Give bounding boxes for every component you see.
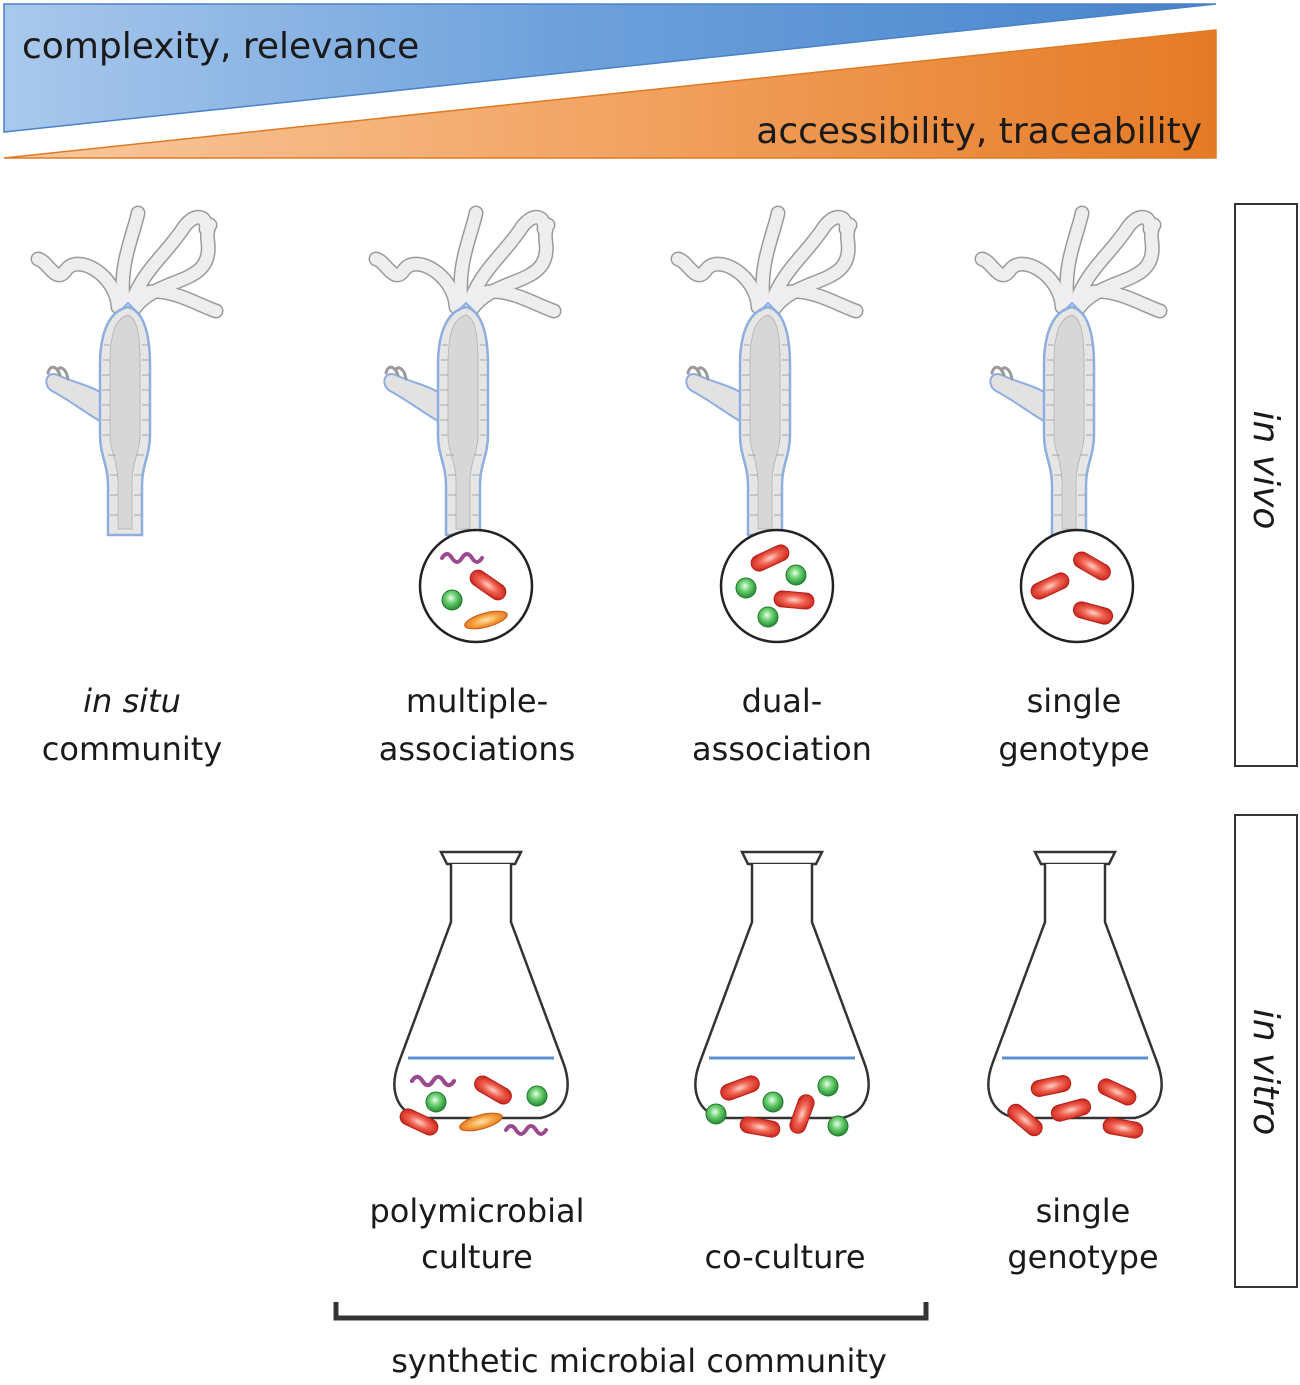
coccus-bacterium: [827, 1115, 849, 1137]
rod-bacterium: [1101, 1116, 1145, 1140]
complexity-label: complexity, relevance: [22, 26, 419, 67]
hydra-in-situ: [38, 213, 216, 535]
vitro-col1-line1: polymicrobial: [369, 1192, 584, 1230]
col4-label-line1: single: [1027, 682, 1122, 720]
in-vivo-labels: in situ community multiple- associations…: [42, 682, 1150, 768]
coccus-bacterium: [441, 589, 463, 611]
flask-outline: [694, 850, 870, 1120]
flask-polymicrobial: [393, 850, 569, 1139]
complexity-wedge: [3, 3, 1217, 133]
vitro-col2-line2: co-culture: [704, 1238, 865, 1276]
in-vitro-box: in vitro: [1234, 814, 1298, 1288]
col4-label-line2: genotype: [998, 730, 1149, 768]
gradient-wedges: complexity, relevance accessibility, tra…: [3, 3, 1217, 159]
spirochete: [504, 1124, 548, 1136]
col2-label-line2: associations: [379, 730, 576, 768]
coccus-bacterium: [817, 1075, 839, 1097]
hydra-polyps: [38, 213, 1160, 535]
accessibility-wedge: [3, 29, 1217, 159]
microbe-circle-single: [1019, 528, 1135, 644]
col2-label-line1: multiple-: [406, 682, 548, 720]
microbe-circle-dual: [719, 528, 835, 644]
accessibility-label: accessibility, traceability: [756, 111, 1202, 152]
coccus-bacterium: [762, 1091, 784, 1113]
in-vitro-labels: polymicrobial culture co-culture single …: [369, 1192, 1158, 1276]
synthetic-community-bracket: synthetic microbial community: [333, 1302, 929, 1380]
bracket-label: synthetic microbial community: [391, 1342, 887, 1380]
coccus-bacterium: [526, 1085, 548, 1107]
vitro-col3-line2: genotype: [1007, 1238, 1158, 1276]
coccus-bacterium: [705, 1103, 727, 1125]
flask-outline: [987, 850, 1163, 1120]
hydra-multiple: [376, 213, 554, 535]
coccus-bacterium: [425, 1091, 447, 1113]
coccus-bacterium: [735, 577, 757, 599]
hydra-single: [982, 213, 1160, 535]
microbe-circle-multiple: [418, 528, 534, 644]
in-vivo-box: in vivo: [1234, 203, 1298, 767]
coccus-bacterium: [785, 564, 807, 586]
rod-bacterium: [772, 589, 816, 611]
vitro-col1-line2: culture: [421, 1238, 533, 1276]
flask-single-genotype: [987, 850, 1163, 1140]
hydra-dual: [678, 213, 856, 535]
col1-label-line1: in situ: [83, 682, 181, 720]
col3-label-line2: association: [692, 730, 872, 768]
flask-co-culture: [694, 850, 870, 1139]
col3-label-line1: dual-: [742, 682, 823, 720]
in-vivo-label: in vivo: [1245, 411, 1286, 530]
in-vitro-label: in vitro: [1245, 1009, 1286, 1136]
vitro-col3-line1: single: [1036, 1192, 1131, 1230]
col1-label-line2: community: [42, 730, 222, 768]
coccus-bacterium: [757, 606, 779, 628]
